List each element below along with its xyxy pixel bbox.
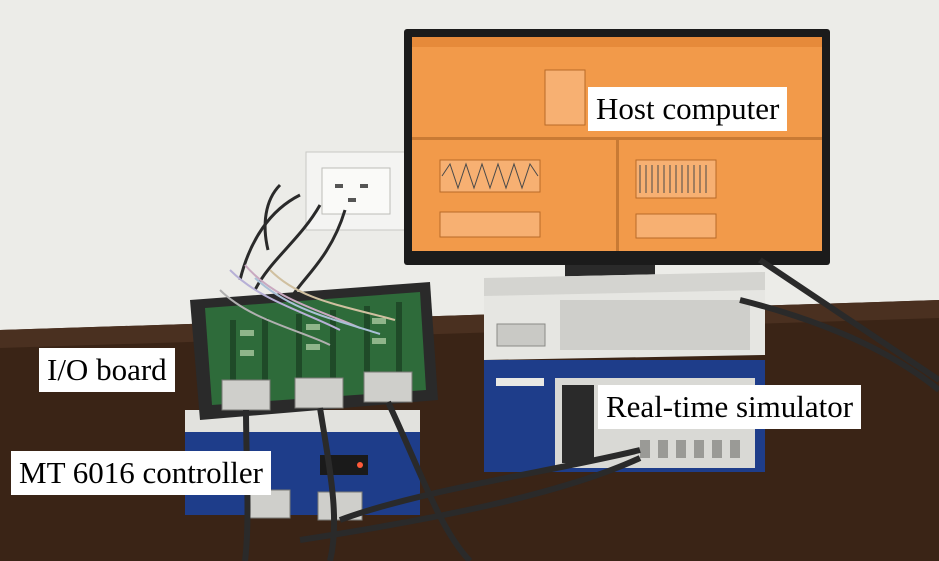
signal-cables bbox=[242, 257, 939, 561]
io-board-label: I/O board bbox=[39, 348, 175, 392]
simulator-chassis bbox=[484, 272, 765, 472]
jumper-wires bbox=[219, 264, 396, 346]
mt-controller-label: MT 6016 controller bbox=[11, 451, 271, 495]
host-computer-label: Host computer bbox=[588, 87, 788, 131]
wall-outlet bbox=[305, 151, 407, 231]
real-time-simulator-label: Real-time simulator bbox=[598, 385, 862, 429]
